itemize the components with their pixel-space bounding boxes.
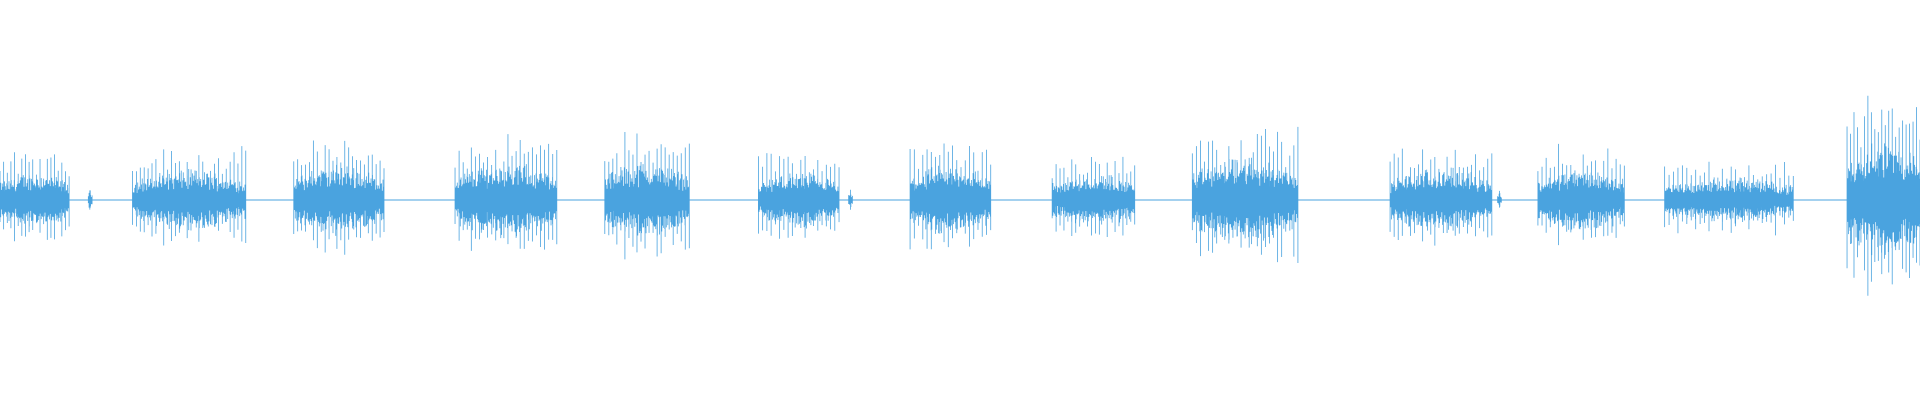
waveform-burst [293, 140, 385, 255]
waveform-burst-path [1191, 126, 1299, 264]
waveform-burst-path [1537, 143, 1625, 246]
waveform-burst-path [454, 134, 558, 251]
waveform-burst [1846, 95, 1920, 296]
waveform-burst [454, 134, 558, 251]
waveform-burst [909, 143, 992, 250]
waveform-burst [1664, 161, 1794, 236]
waveform-burst-path [1664, 161, 1794, 236]
waveform-burst [132, 146, 247, 246]
waveform-burst-path [87, 190, 93, 210]
waveform-burst [1389, 148, 1493, 246]
waveform-burst [848, 189, 853, 210]
waveform-burst-path [293, 140, 385, 255]
waveform-bursts [0, 95, 1920, 296]
waveform-burst [1191, 126, 1299, 264]
waveform-burst-path [0, 152, 70, 242]
waveform-burst-path [758, 153, 840, 239]
waveform-burst-path [848, 189, 853, 210]
waveform-burst [758, 153, 840, 239]
waveform-burst-path [1846, 95, 1920, 296]
waveform-burst [1537, 143, 1625, 246]
waveform-burst [1051, 156, 1136, 237]
waveform-burst-path [1497, 190, 1502, 208]
waveform-burst [604, 131, 690, 260]
waveform-burst [0, 152, 70, 242]
waveform-burst-path [1389, 148, 1493, 246]
waveform-burst-path [909, 143, 992, 250]
waveform-burst-path [604, 131, 690, 260]
waveform-burst-path [1051, 156, 1136, 237]
waveform-burst [87, 190, 93, 210]
waveform-burst-path [132, 146, 247, 246]
waveform-burst [1497, 190, 1502, 208]
